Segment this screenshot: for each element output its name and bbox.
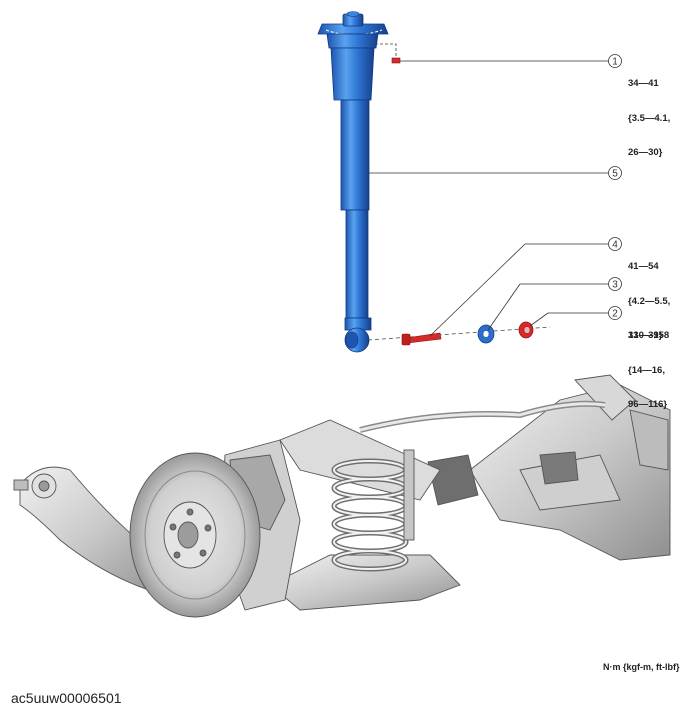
image-identifier: ac5uuw00006501 — [11, 690, 122, 706]
callout-4-torque: 41—54 {4.2—5.5, 31—39} — [628, 261, 671, 341]
lower-nut-icon — [518, 321, 534, 339]
callout-number-3: 3 — [608, 277, 622, 291]
callout-number-2: 2 — [608, 306, 622, 320]
callout-number-1: 1 — [608, 54, 622, 68]
svg-text:2: 2 — [612, 309, 618, 320]
leader-lines — [368, 60, 608, 337]
callout-number-5: 5 — [608, 166, 622, 180]
svg-text:1: 1 — [612, 57, 618, 68]
washer-icon — [477, 324, 495, 344]
svg-text:5: 5 — [612, 169, 618, 180]
svg-text:4: 4 — [612, 240, 618, 251]
svg-text:3: 3 — [612, 280, 618, 291]
shock-absorber-icon — [317, 11, 389, 353]
callout-number-4: 4 — [608, 237, 622, 251]
callout-2-torque: 130—158 {14—16, 96—116} — [628, 330, 670, 410]
torque-unit-note: N·m {kgf-m, ft-lbf} — [603, 662, 680, 672]
bolt-icon — [401, 332, 442, 346]
lower-bolt-axis-line — [367, 326, 551, 341]
top-mount-guide-line — [370, 43, 397, 58]
nut-icon — [391, 57, 401, 64]
suspension-assembly-icon — [13, 374, 671, 618]
callout-1-torque: 34—41 {3.5—4.1, 26—30} — [628, 78, 671, 158]
